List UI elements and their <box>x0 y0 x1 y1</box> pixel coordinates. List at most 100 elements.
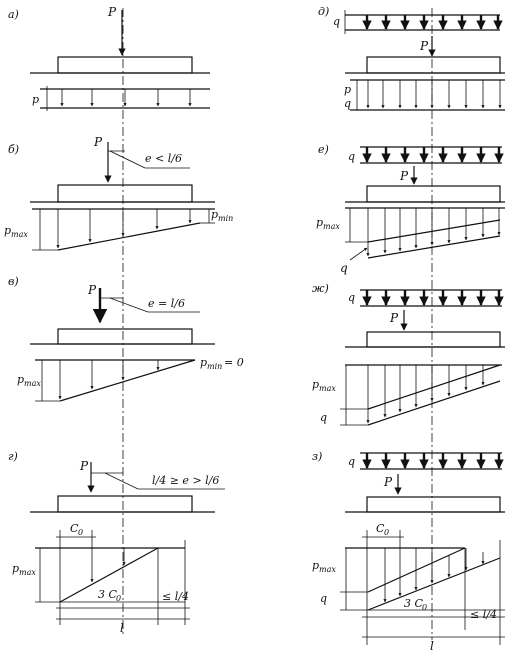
load-label: P <box>383 475 393 489</box>
load-label: P <box>419 39 429 53</box>
panel-a: а) P p <box>8 5 210 111</box>
c0-sub: 0 <box>384 528 389 537</box>
le-l4-label: ≤ l/4 <box>470 608 497 621</box>
eccentricity-label: e < l/6 <box>145 152 182 165</box>
foundation-slab <box>57 184 193 203</box>
q-label: q <box>348 455 355 468</box>
q2-label: q <box>344 97 351 110</box>
panel-z: з) q P C 0 p max <box>312 450 505 651</box>
load-label: P <box>389 311 399 325</box>
pressure-arrows <box>383 548 485 603</box>
eccentricity-label: l/4 ≥ e > l/6 <box>152 474 219 487</box>
pressure-arrows <box>366 208 501 257</box>
load-label: P <box>399 169 409 183</box>
q-label: q <box>348 150 355 163</box>
pressure-sloped-line <box>367 547 466 593</box>
eccentricity-label: e = l/6 <box>148 297 185 310</box>
foundation-slab <box>57 56 193 74</box>
ecc-leader <box>109 150 146 169</box>
length-label: l <box>430 639 434 651</box>
load-label: P <box>107 5 117 19</box>
c0-label: C <box>376 522 385 535</box>
pressure-arrows <box>60 89 192 107</box>
q-label: q <box>348 291 355 304</box>
q-bottom-label: q <box>340 261 348 275</box>
q-arrows <box>362 15 503 30</box>
q-arrows <box>362 147 504 163</box>
three-c0-sub: 0 <box>422 603 427 612</box>
panel-tag: в) <box>8 275 19 288</box>
pressure-arrows <box>366 365 485 424</box>
three-c0-label: 3 C <box>98 588 117 601</box>
panel-d: д) q P p q <box>318 5 505 111</box>
pmax-label: p <box>316 216 323 229</box>
q-bottom-label: q <box>320 592 327 605</box>
q-label: q <box>333 15 340 28</box>
pmin-equals: = 0 <box>224 356 244 369</box>
c0-sub: 0 <box>78 528 83 537</box>
length-label: l <box>120 621 124 635</box>
foundation-slab <box>57 495 193 513</box>
ecc-leader <box>104 472 139 490</box>
pmin-label: p <box>200 356 207 369</box>
q-bottom-label: q <box>320 411 327 424</box>
q-sloped-line <box>367 557 501 611</box>
q-pointer <box>349 247 368 261</box>
pmin-sub: min <box>218 214 233 223</box>
pmax-label: p <box>312 378 319 391</box>
q-arrows <box>362 290 504 306</box>
ecc-leader <box>109 297 149 313</box>
q-sloped-line <box>367 235 501 259</box>
load-label: P <box>87 283 97 297</box>
pressure-arrows <box>58 360 160 400</box>
panel-tag: е) <box>318 143 329 156</box>
pmax-sub: max <box>323 222 340 231</box>
foundation-slab <box>366 496 501 513</box>
panel-g: г) P l/4 ≥ e > l/6 C 0 p max 3 C 0 ≤ l/4… <box>8 450 225 635</box>
panel-tag: д) <box>318 5 329 18</box>
panel-tag: ж) <box>312 282 329 295</box>
three-c0-sub: 0 <box>116 594 121 603</box>
pressure-arrows <box>90 548 126 583</box>
pmax-sub: max <box>19 568 36 577</box>
panel-tag: з) <box>312 450 322 463</box>
le-l4-label: ≤ l/4 <box>162 590 189 603</box>
q-sloped-line <box>367 380 501 426</box>
pressure-sloped-line <box>59 547 159 603</box>
pressure-sloped-line <box>367 364 501 410</box>
foundation-slab <box>366 185 501 203</box>
load-label: P <box>93 135 103 149</box>
panel-e: е) q P p max q <box>316 143 505 275</box>
panel-tag: г) <box>8 450 18 463</box>
pressure-arrows <box>366 80 502 109</box>
pressure-sloped-line <box>367 219 501 243</box>
load-label: P <box>79 459 89 473</box>
three-c0-label: 3 C <box>404 597 423 610</box>
pressure-label: p <box>32 93 39 106</box>
panel-v: в) P e = l/6 p max p min = 0 <box>8 275 244 402</box>
panel-tag: б) <box>8 143 19 156</box>
pmax-sub: max <box>319 384 336 393</box>
pmax-label: p <box>17 373 24 386</box>
panel-b: б) P e < l/6 p max p min <box>4 135 233 251</box>
pressure-sloped-line <box>59 359 196 402</box>
pmin-sub: min <box>207 362 222 371</box>
c0-label: C <box>70 522 79 535</box>
pmax-label: p <box>312 559 319 572</box>
foundation-slab <box>366 56 501 74</box>
pmax-label: p <box>12 562 19 575</box>
pressure-arrows <box>56 209 192 249</box>
pmin-label: p <box>211 208 218 221</box>
pmax-sub: max <box>11 230 28 239</box>
pmax-sub: max <box>319 565 336 574</box>
panel-zh: ж) q P p max q <box>312 282 505 426</box>
panel-tag: а) <box>8 8 19 21</box>
pmax-label: p <box>4 224 11 237</box>
p-label: p <box>344 83 351 96</box>
pressure-sloped-line <box>57 222 201 251</box>
foundation-slab <box>366 331 501 348</box>
q-arrows <box>362 453 504 469</box>
pmax-sub: max <box>24 379 41 388</box>
foundation-slab <box>57 328 193 345</box>
